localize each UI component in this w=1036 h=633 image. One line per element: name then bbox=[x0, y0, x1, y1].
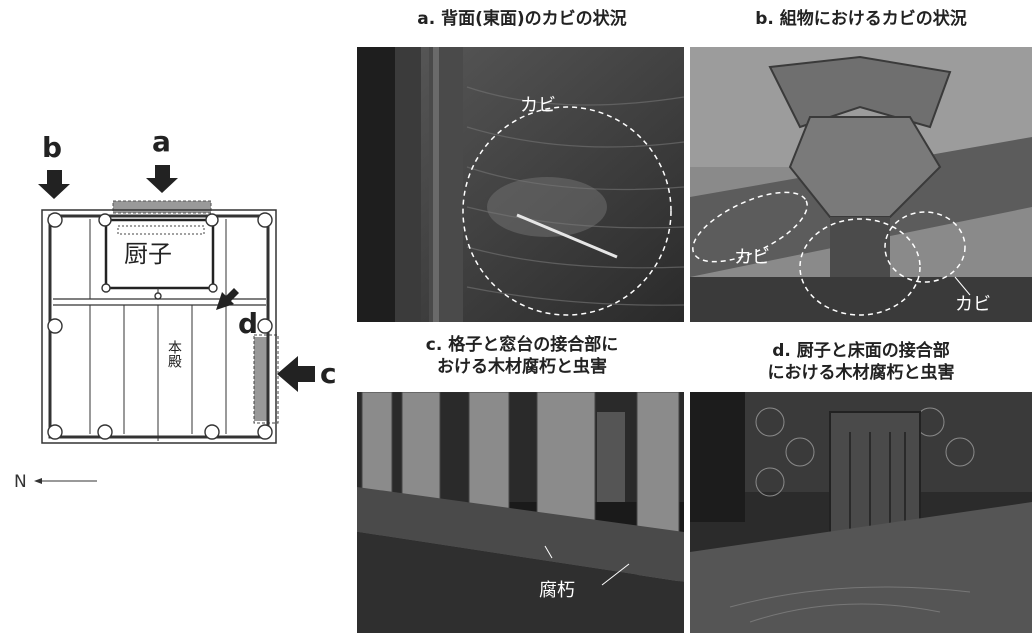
mold-label-a: カビ bbox=[520, 95, 556, 116]
caption-c-line2: おける木材腐朽と虫害 bbox=[437, 357, 607, 377]
caption-d: d. 厨子と床面の接合部 における木材腐朽と虫害 bbox=[690, 340, 1032, 384]
caption-c-line1: c. 格子と窓台の接合部に bbox=[425, 335, 619, 355]
photo-a: カビ bbox=[357, 47, 684, 322]
arrow-b bbox=[38, 170, 70, 199]
label-c: c bbox=[320, 357, 337, 390]
arrow-a bbox=[146, 165, 178, 193]
label-b: b bbox=[42, 131, 63, 164]
label-a: a bbox=[152, 125, 171, 158]
arrow-d bbox=[216, 288, 239, 310]
caption-d-line2: における木材腐朽と虫害 bbox=[767, 363, 955, 383]
floor-plan: + bbox=[34, 165, 315, 484]
arrow-c bbox=[277, 356, 315, 392]
svg-text:+: + bbox=[153, 430, 163, 444]
mold-ellipse-b1 bbox=[692, 191, 808, 263]
photo-b: カビ カビ bbox=[690, 47, 1032, 322]
caption-b: b. 組物におけるカビの状況 bbox=[755, 9, 967, 29]
mold-label-b2: カビ bbox=[955, 294, 991, 315]
mold-ellipse-b3 bbox=[884, 211, 966, 283]
caption-d-line1: d. 厨子と床面の接合部 bbox=[772, 341, 950, 361]
honden-label: 本殿 bbox=[166, 340, 182, 368]
mold-ellipse-b2 bbox=[799, 218, 921, 316]
north-label: N bbox=[14, 472, 27, 492]
label-d: d bbox=[238, 307, 259, 340]
decay-label-c: 腐朽 bbox=[539, 580, 575, 601]
caption-a: a. 背面(東面)のカビの状況 bbox=[417, 9, 627, 29]
zushi-box bbox=[104, 218, 215, 290]
zushi-label: 厨子 bbox=[124, 240, 172, 268]
caption-c: c. 格子と窓台の接合部に おける木材腐朽と虫害 bbox=[357, 334, 687, 378]
location-a-bar bbox=[112, 200, 212, 214]
photo-c: 腐朽 bbox=[357, 392, 684, 633]
mold-circle-a bbox=[462, 106, 672, 316]
location-c-outline bbox=[253, 334, 279, 424]
photo-d bbox=[690, 392, 1032, 633]
mold-label-b1: カビ bbox=[734, 247, 770, 268]
location-d-bar bbox=[254, 337, 268, 421]
